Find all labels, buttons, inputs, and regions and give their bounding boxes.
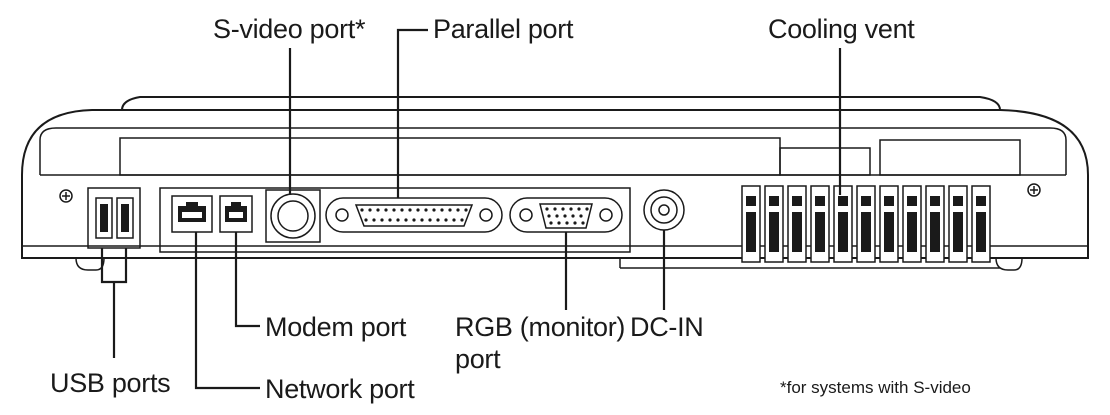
- vent-slot: [769, 196, 779, 206]
- svideo-port-label: S-video port*: [213, 14, 366, 44]
- screw-left: [59, 189, 73, 203]
- footnote: *for systems with S-video: [780, 378, 971, 397]
- vent-slot: [746, 212, 756, 252]
- vent-slot: [792, 212, 802, 252]
- usb-ports-graphic: [87, 187, 141, 249]
- modem-port-label: Modem port: [265, 312, 407, 342]
- dcin-port-graphic: [643, 189, 685, 231]
- parallel-port-graphic: [325, 197, 503, 233]
- rgb-port-label-line1: RGB (monitor): [455, 312, 626, 342]
- dcin-label: DC-IN: [630, 312, 704, 342]
- vent-slot: [907, 212, 917, 252]
- vent-slot: [861, 196, 871, 206]
- vent-slot: [792, 196, 802, 206]
- vent-slot: [976, 196, 986, 206]
- vent-slot: [953, 212, 963, 252]
- laptop-body: [21, 96, 1089, 271]
- vent-slot: [976, 212, 986, 252]
- vent-slot: [930, 196, 940, 206]
- cooling-vent-label: Cooling vent: [768, 14, 915, 44]
- vent-slot: [861, 212, 871, 252]
- vent-slot: [838, 212, 848, 252]
- vent-slot: [884, 196, 894, 206]
- vent-slot: [907, 196, 917, 206]
- vent-slot: [884, 212, 894, 252]
- rgb-port-graphic: [509, 197, 623, 233]
- port-panel: [159, 187, 631, 253]
- vent-slot: [769, 212, 779, 252]
- vent-slot: [815, 196, 825, 206]
- callout-lines: [100, 28, 842, 390]
- network-jack-graphic: [171, 195, 213, 233]
- parallel-port-label: Parallel port: [433, 14, 574, 44]
- svideo-port-graphic: [265, 189, 321, 243]
- vent-slot: [838, 196, 848, 206]
- rgb-port-label-line2: port: [455, 344, 501, 374]
- modem-jack-graphic: [219, 195, 253, 233]
- vent-slot: [746, 196, 756, 206]
- screw-right: [1027, 183, 1041, 197]
- vent-slot: [953, 196, 963, 206]
- network-port-label: Network port: [265, 374, 415, 404]
- vent-slot: [815, 212, 825, 252]
- cooling-vent-graphic: [741, 185, 991, 263]
- usb-ports-label: USB ports: [50, 368, 171, 398]
- vent-slot: [930, 212, 940, 252]
